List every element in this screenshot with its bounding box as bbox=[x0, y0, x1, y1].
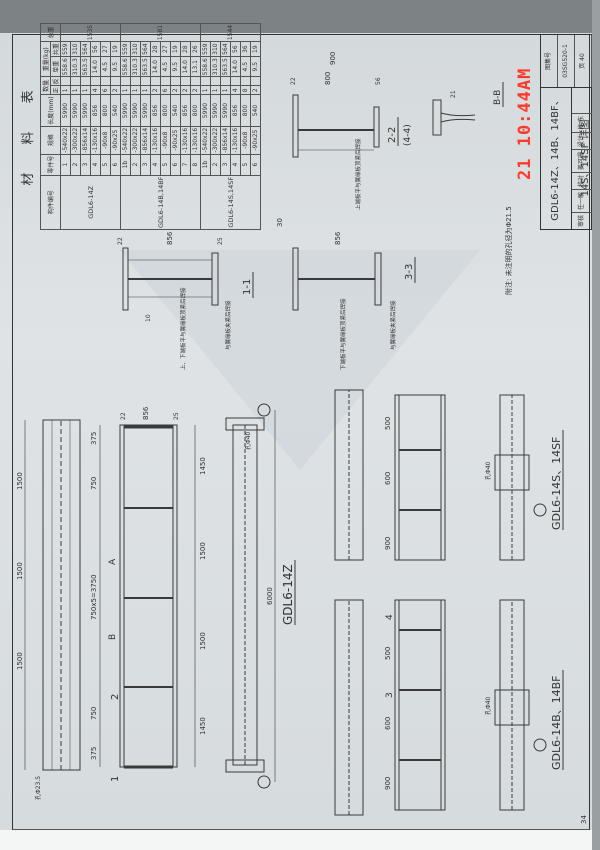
section-b-b-title: B-B bbox=[493, 90, 503, 105]
designer: 肖 东 bbox=[572, 113, 592, 132]
gdl6-14b-label: GDL6-14B、14BF bbox=[550, 675, 563, 770]
section-mark-1: 1 bbox=[110, 776, 121, 782]
bottom-flange-plan bbox=[225, 403, 271, 789]
dim-1450: 1450 bbox=[199, 457, 207, 475]
atlas-info: 图集号 03SG520-1 页 40 bbox=[541, 35, 592, 88]
section-b-b: 21 B-B bbox=[432, 82, 504, 136]
drawing-title: GDL6-14Z、14B、14BF、14S、14SF 详图 bbox=[541, 87, 591, 229]
section-3-3-title: 3-3 bbox=[404, 264, 415, 280]
section-mark-3: 3 bbox=[385, 692, 395, 698]
section-4-4-subtitle: (4-4) bbox=[403, 124, 413, 146]
gdl6-14z-drawing: 1500 1500 1500 375 750 750x5=3750 750 37… bbox=[16, 403, 296, 800]
dim-pitch: 750x5=3750 bbox=[90, 574, 98, 620]
dim-856: 856 bbox=[334, 231, 342, 245]
dim-375: 375 bbox=[90, 432, 98, 445]
weld-note: 上端板平与翼缘板顶紧后焊接 bbox=[354, 138, 362, 210]
gdl6-14z-label: GDL6-14Z bbox=[281, 564, 295, 625]
weld-note-2: 与翼缘板夹紧后焊接 bbox=[224, 300, 232, 350]
section-1-1-title: 1-1 bbox=[242, 279, 253, 295]
atlas-label: 图集号 bbox=[541, 35, 558, 87]
dim-6000: 6000 bbox=[266, 587, 274, 605]
weld-note: 上、下端板平与翼缘板顶紧后焊接 bbox=[179, 287, 187, 370]
dim-600: 600 bbox=[384, 472, 392, 485]
section-2-2-title: 2-2 bbox=[387, 127, 398, 143]
dim-22: 22 bbox=[120, 412, 127, 420]
dim-856: 856 bbox=[166, 231, 174, 245]
section-1-1: 856 22 25 10 上、下端板平与翼缘板顶紧后焊接 与翼缘板夹紧后焊接 1… bbox=[117, 231, 254, 370]
hole-large-label: 孔Φ40 bbox=[484, 461, 492, 480]
dim-1500: 1500 bbox=[199, 542, 207, 560]
gdl6-14s-drawing: 900 600 500 孔Φ40 GDL6-14S、14SF bbox=[334, 389, 564, 561]
dim-56: 56 bbox=[375, 77, 382, 85]
section-mark-a: A bbox=[108, 558, 118, 565]
dim-500: 500 bbox=[384, 417, 392, 430]
dim-750: 750 bbox=[90, 707, 98, 720]
dim-25: 25 bbox=[217, 237, 224, 245]
hole-label: 孔Φ23.5 bbox=[34, 776, 42, 800]
dim-750: 750 bbox=[90, 477, 98, 490]
gdl6-14b-drawing: 900 600 500 孔Φ40 3 4 GDL6-14B、14BF bbox=[334, 599, 564, 816]
dim-500: 500 bbox=[384, 647, 392, 660]
dim-25: 25 bbox=[173, 412, 180, 420]
dim-856: 856 bbox=[142, 406, 150, 420]
reviewer: 任一敏 bbox=[572, 188, 592, 212]
note: 附注: 未注明的孔径为Φ21.5 bbox=[505, 206, 514, 295]
dim-1500: 1500 bbox=[199, 632, 207, 650]
atlas-number: 03SG520-1 bbox=[558, 35, 575, 87]
weld-size: 10 bbox=[145, 314, 152, 322]
section-mark-b: B bbox=[108, 634, 118, 640]
dim-1500: 1500 bbox=[16, 562, 24, 580]
page-number: 页 40 bbox=[575, 35, 592, 87]
weld-note: 下端板平与翼缘板顶紧后焊接 bbox=[339, 298, 347, 370]
watermark-shape bbox=[120, 250, 480, 470]
dim-22: 22 bbox=[117, 237, 124, 245]
dimension-lines bbox=[24, 410, 276, 782]
dim-900: 900 bbox=[384, 777, 392, 790]
page-value: 40 bbox=[579, 53, 586, 61]
section-3-3: 856 下端板平与翼缘板顶紧后焊接 与翼缘板夹紧后焊接 3-3 bbox=[292, 231, 416, 370]
dim-800: 800 bbox=[324, 72, 332, 85]
dim-375: 375 bbox=[90, 747, 98, 760]
dim-900: 900 bbox=[384, 537, 392, 550]
section-2-2: 800 900 22 56 上端板平与翼缘板顶紧后焊接 2-2 (4-4) bbox=[290, 52, 413, 210]
dim-22: 22 bbox=[290, 77, 297, 85]
review-label: 审核 bbox=[572, 211, 592, 229]
red-timestamp-stamp: 21 10:44AM bbox=[515, 67, 535, 180]
gdl6-14s-label: GDL6-14S、14SF bbox=[550, 437, 563, 530]
title-block: GDL6-14Z、14B、14BF、14S、14SF 详图 审核 任一敏 校对 … bbox=[540, 34, 592, 230]
elevation-view bbox=[119, 424, 178, 769]
dim-600: 600 bbox=[384, 717, 392, 730]
note-heading: 附注: bbox=[505, 278, 513, 295]
dim-1500: 1500 bbox=[16, 652, 24, 670]
dim-21: 21 bbox=[450, 90, 457, 98]
signature-row: 审核 任一敏 校对 姜可珊 设计 肖 东 bbox=[572, 87, 592, 229]
top-flange-plan bbox=[42, 419, 81, 771]
dim-900: 900 bbox=[329, 52, 337, 65]
section-mark-2: 2 bbox=[110, 694, 121, 700]
design-label: 设计 bbox=[572, 131, 592, 149]
hole-large-label: 孔Φ40 bbox=[484, 696, 492, 715]
hole-large-label: 孔Φ40 bbox=[244, 431, 252, 450]
check-label: 校对 bbox=[572, 171, 592, 189]
section-mark-4: 4 bbox=[385, 614, 395, 620]
checker: 姜可珊 bbox=[572, 148, 592, 172]
page-label: 页 bbox=[579, 62, 586, 69]
note-text: 未注明的孔径为Φ21.5 bbox=[505, 206, 513, 277]
dim-1500: 1500 bbox=[16, 472, 24, 490]
weld-note-2: 与翼缘板夹紧后焊接 bbox=[389, 300, 397, 350]
dim-1450: 1450 bbox=[199, 717, 207, 735]
